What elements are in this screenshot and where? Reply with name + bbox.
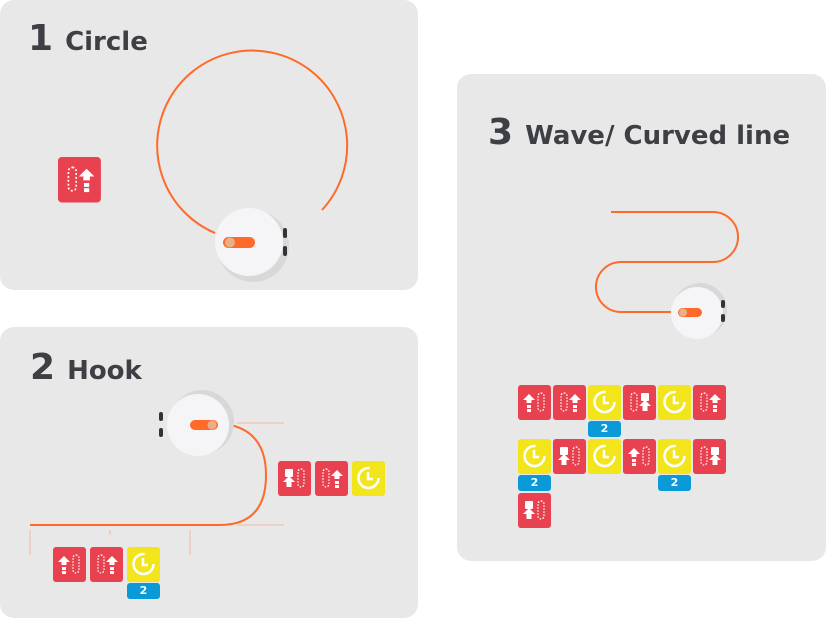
block-turn-left[interactable] — [518, 493, 551, 528]
turn-right-icon — [630, 392, 651, 412]
block-fwd-left[interactable] — [518, 385, 551, 420]
block-fwd-right[interactable] — [553, 385, 586, 420]
block-turn-right[interactable] — [693, 439, 726, 474]
block-timer[interactable] — [127, 547, 160, 582]
block-fwd-right[interactable] — [90, 547, 123, 582]
block-fwd-right[interactable] — [315, 461, 348, 496]
block-fwd-left[interactable] — [623, 439, 656, 474]
block-turn-left[interactable] — [278, 461, 311, 496]
timer-icon — [663, 444, 686, 468]
timer-icon — [593, 444, 616, 468]
wave-path — [595, 211, 739, 313]
timer-icon — [132, 552, 155, 576]
timer-icon — [357, 466, 380, 490]
fwd-left-icon — [58, 554, 80, 574]
block-timer[interactable] — [352, 461, 385, 496]
block-turn-left[interactable] — [553, 439, 586, 474]
block-fwd-left[interactable] — [53, 547, 86, 582]
block-timer[interactable] — [658, 439, 691, 474]
fwd-right-icon — [322, 468, 343, 488]
repeat-count-badge[interactable]: 2 — [518, 475, 551, 491]
hook-path — [30, 423, 268, 526]
hook-guides — [29, 422, 284, 555]
fwd-right-icon — [67, 166, 95, 193]
repeat-count-badge[interactable]: 2 — [588, 421, 621, 437]
block-fwd-right[interactable] — [58, 157, 101, 203]
fwd-left-icon — [628, 446, 650, 466]
block-fwd-right[interactable] — [693, 385, 726, 420]
timer-icon — [663, 390, 686, 414]
robot-circle — [215, 208, 289, 282]
circle-path — [156, 49, 349, 234]
block-timer[interactable] — [588, 385, 621, 420]
turn-left-icon — [523, 500, 545, 520]
timer-icon — [593, 390, 616, 414]
repeat-count-badge[interactable]: 2 — [658, 475, 691, 491]
repeat-count-badge[interactable]: 2 — [127, 583, 160, 599]
block-timer[interactable] — [518, 439, 551, 474]
robot-wave — [671, 283, 727, 339]
block-timer[interactable] — [588, 439, 621, 474]
turn-right-icon — [700, 446, 721, 466]
block-timer[interactable] — [658, 385, 691, 420]
fwd-left-icon — [523, 392, 545, 412]
fwd-right-icon — [700, 392, 721, 412]
fwd-right-icon — [560, 392, 581, 412]
panel-circle — [0, 0, 418, 290]
timer-icon — [523, 444, 546, 468]
turn-left-icon — [558, 446, 580, 466]
robot-hook — [159, 390, 234, 456]
block-turn-right[interactable] — [623, 385, 656, 420]
turn-left-icon — [283, 468, 305, 488]
fwd-right-icon — [97, 554, 118, 574]
